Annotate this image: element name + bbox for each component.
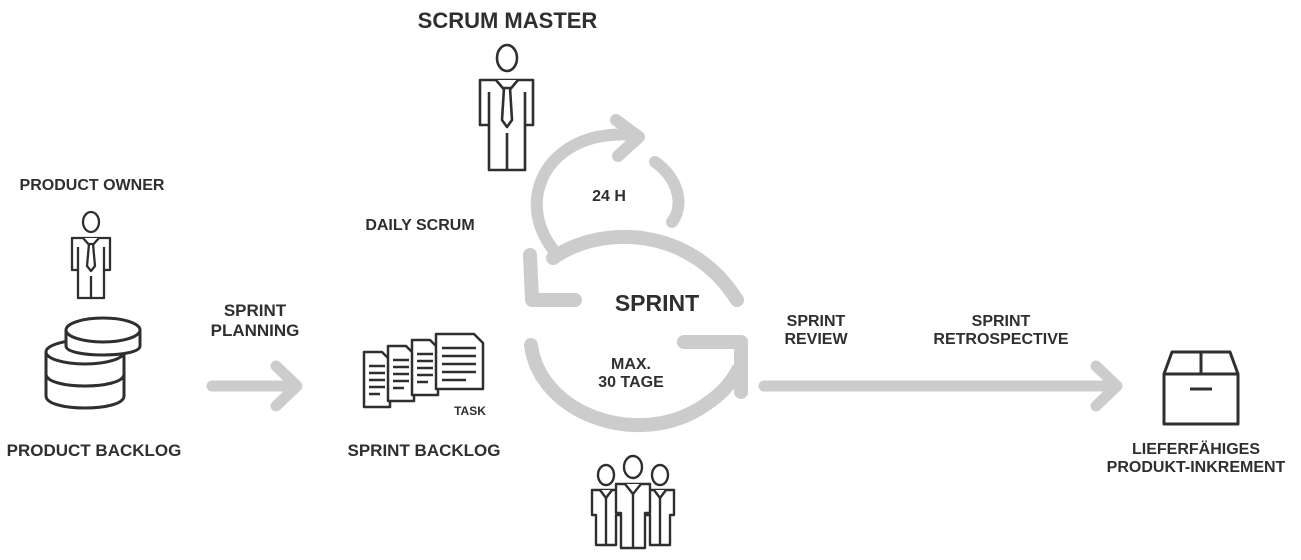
increment-label: LIEFERFÄHIGES PRODUKT-INKREMENT [1092,441,1300,478]
cycle-24h-label: 24 H [592,188,626,205]
scrum-master-icon [478,43,535,172]
sprint-planning-line1: SPRINT [223,301,287,320]
team-icon [590,454,676,550]
sprint-planning-arrow [206,360,303,412]
sprint-retro-line1: SPRINT [971,313,1031,330]
product-backlog-database-icon [44,316,142,410]
sprint-planning-line2: PLANNING [210,320,300,340]
sprint-review-label: SPRINT REVIEW [770,313,862,350]
product-owner-icon [70,210,112,300]
max-line2: 30 TAGE [598,374,664,392]
increment-box-icon [1162,350,1240,426]
delivery-arrow [758,360,1123,412]
sprint-backlog-documents-icon [362,332,485,409]
sprint-retrospective-label: SPRINT RETROSPECTIVE [925,313,1077,350]
sprint-cycle-arrow [523,230,748,433]
max-duration-label: MAX. 30 TAGE [578,356,684,393]
sprint-retro-line2: RETROSPECTIVE [933,331,1069,349]
sprint-review-line2: REVIEW [784,331,848,349]
scrum-master-label: SCRUM MASTER [417,8,598,33]
sprint-label: SPRINT [614,290,700,316]
sprint-backlog-label: SPRINT BACKLOG [347,441,501,460]
max-line1: MAX. [611,356,651,373]
increment-line1: LIEFERFÄHIGES [1131,441,1260,458]
increment-line2: PRODUKT-INKREMENT [1106,459,1286,477]
task-label: TASK [454,404,486,418]
product-owner-label: PRODUCT OWNER [19,177,165,194]
product-backlog-label: PRODUCT BACKLOG [6,441,182,460]
daily-cycle-arrow [530,114,685,254]
sprint-review-line1: SPRINT [786,313,846,330]
sprint-planning-label: SPRINT PLANNING [200,301,310,340]
daily-scrum-label: DAILY SCRUM [365,217,475,234]
